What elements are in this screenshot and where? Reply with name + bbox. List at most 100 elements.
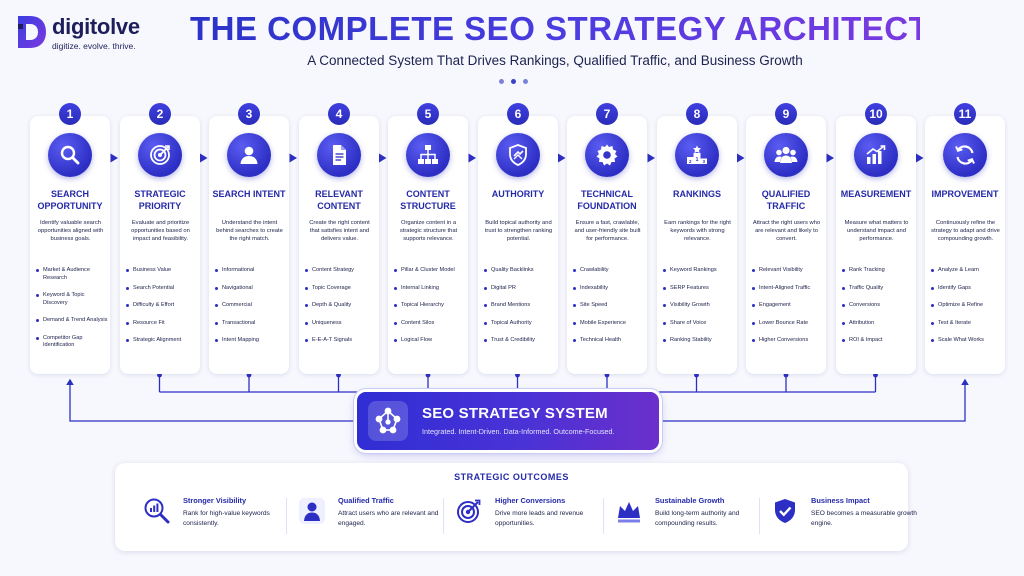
step-card: SEARCH OPPORTUNITY Identify valuable sea… bbox=[30, 116, 110, 374]
step-item: Strategic Alignment bbox=[126, 337, 198, 345]
step-card: QUALIFIED TRAFFIC Attract the right user… bbox=[746, 116, 826, 374]
step-number-badge: 10 bbox=[865, 103, 887, 125]
step-item: Brand Mentions bbox=[484, 302, 556, 310]
step-item: Trust & Credibility bbox=[484, 337, 556, 345]
step-item: Topical Hierarchy bbox=[394, 302, 466, 310]
step-number-badge: 11 bbox=[954, 103, 976, 125]
gear-icon bbox=[596, 144, 618, 166]
crown-icon bbox=[618, 502, 640, 523]
step-title: IMPROVEMENT bbox=[931, 189, 999, 199]
step-card: MEASUREMENT Measure what matters to unde… bbox=[836, 116, 916, 374]
target-icon bbox=[150, 145, 170, 165]
outcome-higher-conversions: Higher Conversions Drive more leads and … bbox=[455, 496, 605, 540]
sitemap-icon bbox=[418, 145, 438, 164]
step-item: Logical Flow bbox=[394, 337, 466, 345]
step-description: Earn rankings for the right keywords wit… bbox=[664, 220, 731, 242]
step-number-badge: 4 bbox=[328, 103, 350, 125]
step-item: SERP Features bbox=[663, 285, 735, 293]
step-description: Create the right content that satisfies … bbox=[309, 220, 370, 242]
analytics-search-icon bbox=[144, 498, 170, 524]
step-card: IMPROVEMENT Continuously refine the stra… bbox=[925, 116, 1005, 374]
step-item: ROI & Impact bbox=[842, 337, 914, 345]
step-item: Content Silos bbox=[394, 320, 466, 328]
step-item: Keyword Rankings bbox=[663, 267, 735, 275]
step-item: Navigational bbox=[215, 285, 287, 293]
network-icon bbox=[368, 401, 408, 441]
step-icon-circle bbox=[585, 133, 629, 177]
step-item: Resource Fit bbox=[126, 320, 198, 328]
document-icon bbox=[333, 145, 346, 165]
step-description: Ensure a fast, crawlable, and user-frien… bbox=[574, 220, 641, 242]
outcome-description: SEO becomes a measurable growth engine. bbox=[811, 510, 917, 527]
svg-text:2: 2 bbox=[689, 159, 692, 164]
step-item: Market & Audience Research bbox=[36, 267, 108, 282]
step-item: Scale What Works bbox=[931, 337, 1003, 345]
outcome-divider bbox=[759, 498, 760, 534]
digitolve-logo-icon bbox=[18, 16, 46, 48]
step-card: CONTENT STRUCTURE Organize content in a … bbox=[388, 116, 468, 374]
svg-text:3: 3 bbox=[703, 159, 706, 164]
page-title: THE COMPLETE SEO STRATEGY ARCHITECTURE bbox=[190, 10, 1001, 47]
step-item: Analyze & Learn bbox=[931, 267, 1003, 275]
step-item: Crawlability bbox=[573, 267, 645, 275]
step-description: Understand the intent behind searches to… bbox=[216, 220, 283, 242]
step-item: Identify Gaps bbox=[931, 285, 1003, 293]
step-icon-circle bbox=[496, 133, 540, 177]
outcome-divider bbox=[286, 498, 287, 534]
step-description: Evaluate and prioritize opportunities ba… bbox=[131, 220, 190, 242]
step-item: Content Strategy bbox=[305, 267, 377, 275]
step-item: Lower Bounce Rate bbox=[752, 320, 824, 328]
users-icon bbox=[774, 146, 798, 163]
brand-name: digitolve bbox=[52, 14, 140, 39]
user-icon bbox=[299, 498, 325, 524]
step-number-badge: 6 bbox=[507, 103, 529, 125]
step-title: TECHNICAL FOUNDATION bbox=[577, 189, 637, 211]
system-subtitle: Integrated. Intent-Driven. Data-Informed… bbox=[422, 427, 615, 436]
step-item: Technical Health bbox=[573, 337, 645, 345]
step-title: SEARCH OPPORTUNITY bbox=[37, 189, 103, 211]
outcome-description: Attract users who are relevant and engag… bbox=[338, 510, 439, 527]
shield-check-icon bbox=[775, 499, 795, 523]
step-icon-circle bbox=[48, 133, 92, 177]
shield-icon bbox=[509, 144, 527, 166]
step-item: Keyword & Topic Discovery bbox=[36, 292, 108, 307]
system-title: SEO STRATEGY SYSTEM bbox=[422, 405, 608, 422]
step-item: E-E-A-T Signals bbox=[305, 337, 377, 345]
step-item: Competitor Gap Identification bbox=[36, 335, 108, 350]
step-item: Digital PR bbox=[484, 285, 556, 293]
step-number-badge: 5 bbox=[417, 103, 439, 125]
target-icon bbox=[457, 499, 481, 523]
outcome-title: Sustainable Growth bbox=[655, 496, 725, 505]
step-card: AUTHORITY Build topical authority and tr… bbox=[478, 116, 558, 374]
step-item: Visibility Growth bbox=[663, 302, 735, 310]
step-title: QUALIFIED TRAFFIC bbox=[761, 189, 811, 211]
step-number-badge: 3 bbox=[238, 103, 260, 125]
step-icon-circle bbox=[764, 133, 808, 177]
step-item: Intent-Aligned Traffic bbox=[752, 285, 824, 293]
seo-strategy-system-box: SEO STRATEGY SYSTEM Integrated. Intent-D… bbox=[357, 392, 659, 450]
step-item: Depth & Quality bbox=[305, 302, 377, 310]
outcome-title: Qualified Traffic bbox=[338, 496, 394, 505]
loop-line-right bbox=[663, 378, 969, 422]
outcome-description: Rank for high-value keywords consistentl… bbox=[183, 510, 270, 527]
bar-chart-icon bbox=[866, 145, 886, 164]
step-description: Organize content in a strategic structur… bbox=[399, 220, 458, 242]
step-description: Build topical authority and trust to str… bbox=[484, 220, 553, 242]
step-item: Engagement bbox=[752, 302, 824, 310]
step-item: Business Value bbox=[126, 267, 198, 275]
step-item: Demand & Trend Analysis bbox=[36, 317, 108, 325]
step-number-badge: 1 bbox=[59, 103, 81, 125]
step-number-badge: 9 bbox=[775, 103, 797, 125]
step-title: STRATEGIC PRIORITY bbox=[134, 189, 186, 211]
